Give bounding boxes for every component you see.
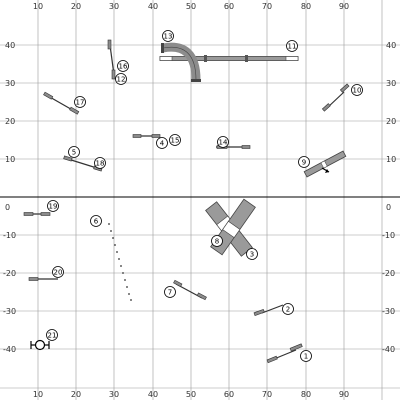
axis-label: -40 bbox=[3, 345, 16, 354]
obstacle-number: 18 bbox=[96, 160, 105, 168]
obstacle-13-tunnel: 13 bbox=[161, 30, 201, 82]
obstacle-number: 9 bbox=[302, 159, 306, 167]
axis-label: 30 bbox=[109, 2, 119, 11]
axis-label: 30 bbox=[5, 79, 15, 88]
axis-label: 0 bbox=[386, 203, 391, 212]
axis-label: -30 bbox=[3, 307, 16, 316]
obstacle-5-18-jump: 5 18 bbox=[63, 146, 106, 172]
axis-label: 60 bbox=[224, 390, 234, 399]
axis-label: 20 bbox=[5, 117, 15, 126]
obstacle-number: 14 bbox=[219, 139, 228, 147]
obstacle-10-jump: 10 bbox=[321, 83, 363, 112]
obstacle-number: 2 bbox=[286, 306, 290, 314]
obstacle-21-tire: 21 bbox=[30, 329, 58, 351]
obstacle-3-8-crossing-contacts: 3 8 bbox=[205, 198, 258, 260]
axis-label: 20 bbox=[71, 2, 81, 11]
obstacle-2-jump: 2 bbox=[253, 303, 294, 316]
axis-label: 40 bbox=[386, 41, 396, 50]
obstacle-1-jump: 1 bbox=[266, 343, 312, 364]
axis-label: 20 bbox=[386, 117, 396, 126]
axis-label: 70 bbox=[262, 390, 272, 399]
obstacle-number: 7 bbox=[168, 289, 172, 297]
obstacle-14-jump: 14 bbox=[216, 136, 251, 149]
axis-label: 80 bbox=[301, 390, 311, 399]
obstacle-20-jump: 20 bbox=[28, 266, 64, 281]
obstacle-number: 15 bbox=[171, 137, 180, 145]
axis-label: 80 bbox=[301, 2, 311, 11]
obstacle-number: 11 bbox=[288, 43, 297, 51]
axis-label: 10 bbox=[33, 390, 43, 399]
axis-label: 40 bbox=[148, 2, 158, 11]
axis-label: 60 bbox=[224, 2, 234, 11]
axis-label: -10 bbox=[3, 231, 16, 240]
axis-label: -20 bbox=[382, 269, 395, 278]
axis-label: -10 bbox=[382, 231, 395, 240]
axis-labels-left: 40 30 20 10 0 -10 -20 -30 -40 bbox=[3, 41, 16, 354]
obstacle-number: 13 bbox=[164, 33, 173, 41]
axis-labels-right: 40 30 20 10 0 -10 -20 -30 -40 bbox=[382, 41, 396, 354]
axis-label: 30 bbox=[386, 79, 396, 88]
axis-label: -20 bbox=[3, 269, 16, 278]
obstacle-number: 8 bbox=[215, 238, 219, 246]
axis-label: 30 bbox=[109, 390, 119, 399]
axis-labels-top: 10 20 30 40 50 60 70 80 90 bbox=[33, 2, 349, 11]
obstacle-number: 12 bbox=[117, 76, 126, 84]
obstacle-number: 17 bbox=[76, 99, 85, 107]
obstacle-4-jump: 4 15 bbox=[132, 134, 181, 149]
axis-label: -40 bbox=[382, 345, 395, 354]
axis-label: 20 bbox=[71, 390, 81, 399]
obstacle-number: 4 bbox=[160, 140, 165, 148]
axis-label: 10 bbox=[386, 155, 396, 164]
obstacle-number: 5 bbox=[72, 149, 76, 157]
obstacle-number: 20 bbox=[54, 269, 63, 277]
obstacle-6-weave-poles: 6 bbox=[90, 215, 132, 301]
obstacle-17-jump: 17 bbox=[43, 91, 86, 115]
obstacle-12-16-jump: 16 12 bbox=[107, 39, 129, 85]
obstacle-19-jump: 19 bbox=[23, 200, 59, 216]
axis-label: 90 bbox=[339, 390, 349, 399]
obstacle-number: 21 bbox=[48, 332, 57, 340]
obstacle-number: 1 bbox=[304, 353, 308, 361]
obstacle-number: 3 bbox=[250, 251, 254, 259]
axis-labels-bottom: 10 20 30 40 50 60 70 80 90 bbox=[33, 390, 349, 399]
obstacle-9-seesaw: 9 bbox=[298, 150, 347, 178]
obstacle-number: 6 bbox=[94, 218, 99, 226]
axis-label: 0 bbox=[5, 203, 10, 212]
obstacle-number: 16 bbox=[119, 63, 128, 71]
axis-label: 50 bbox=[186, 2, 196, 11]
axis-label: 40 bbox=[148, 390, 158, 399]
axis-label: 90 bbox=[339, 2, 349, 11]
axis-label: 10 bbox=[33, 2, 43, 11]
obstacle-number: 19 bbox=[49, 203, 58, 211]
axis-label: 50 bbox=[186, 390, 196, 399]
obstacle-11-dogwalk: 11 bbox=[159, 40, 299, 62]
axis-label: 70 bbox=[262, 2, 272, 11]
axis-label: 10 bbox=[5, 155, 15, 164]
obstacle-7-jump: 7 bbox=[164, 279, 207, 301]
obstacle-number: 10 bbox=[353, 87, 362, 95]
axis-label: -30 bbox=[382, 307, 395, 316]
axis-label: 40 bbox=[5, 41, 15, 50]
